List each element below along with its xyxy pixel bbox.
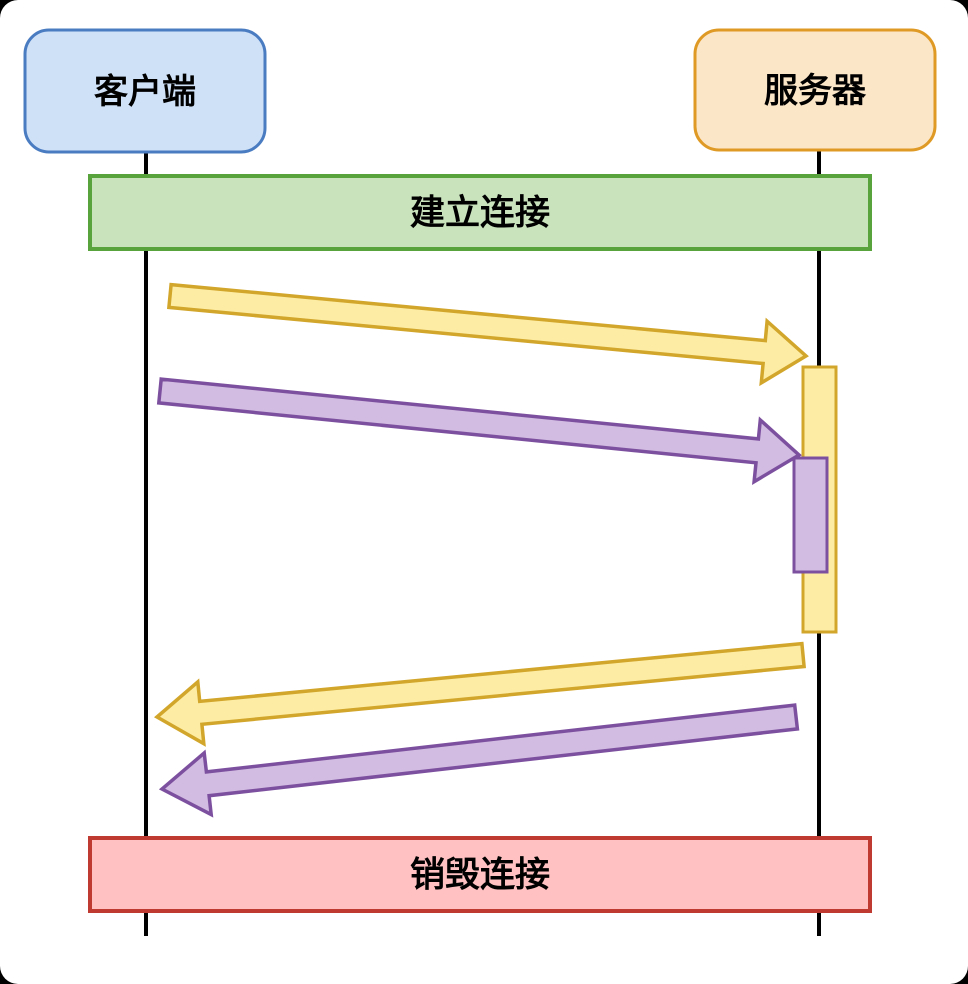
client-to-server-arrow-yellow — [166, 282, 809, 387]
server-activation-bar-purple — [792, 456, 829, 574]
server-actor-box — [693, 28, 937, 152]
destroy-connection-band — [88, 836, 872, 913]
destroy-connection-label: 销毁连接 — [410, 856, 550, 895]
client-actor-box — [23, 28, 267, 154]
client-actor-label: 客户端 — [94, 72, 196, 111]
establish-connection-label: 建立连接 — [410, 194, 550, 233]
establish-connection-band — [88, 174, 872, 251]
client-to-server-arrow-purple — [156, 377, 802, 485]
server-actor-label: 服务器 — [764, 72, 867, 110]
server-to-client-arrow-yellow — [153, 641, 807, 747]
server-to-client-arrow-purple — [158, 703, 800, 818]
